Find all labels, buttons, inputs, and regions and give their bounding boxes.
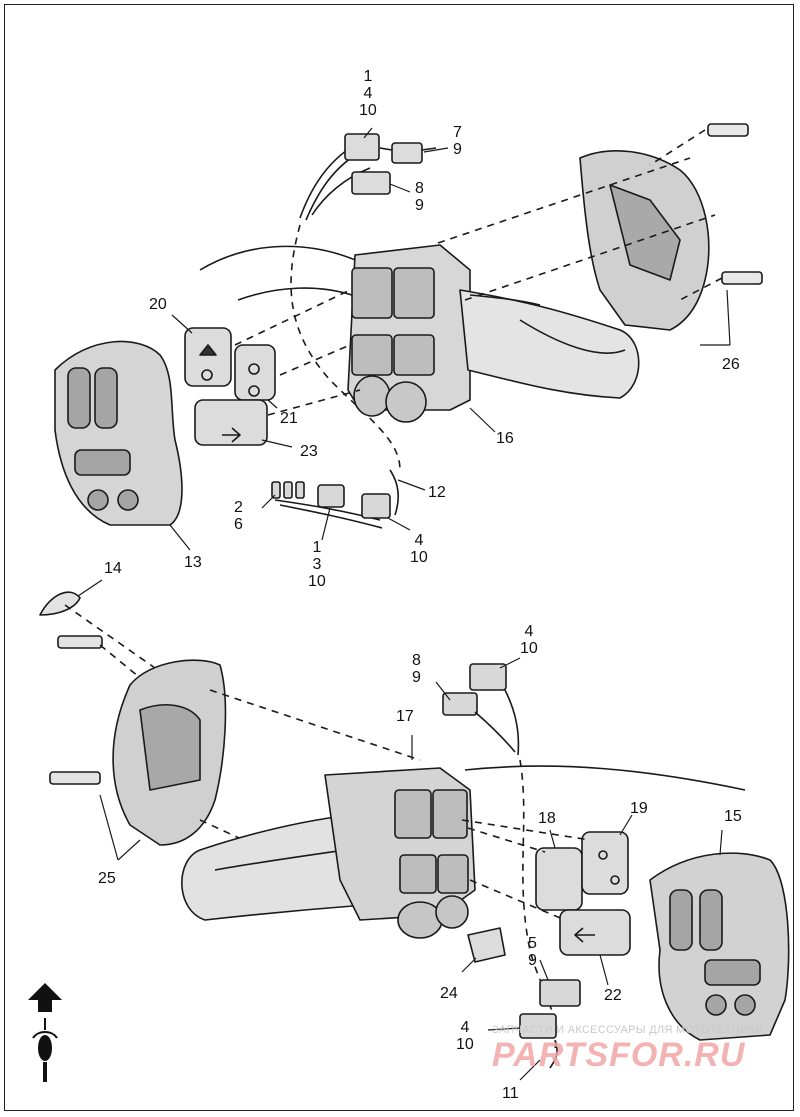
lower-right-cover (649, 852, 790, 1041)
callout-12: 12 (428, 484, 446, 501)
lower-left-cover (112, 659, 227, 846)
watermark-subtitle: ЗАПЧАСТИ И АКСЕССУАРЫ ДЛЯ МОТОТЕХНИКИ (492, 1024, 764, 1036)
callout-25: 25 (98, 870, 116, 887)
upper-left-cover (54, 340, 183, 526)
callout-11: 11 (502, 1085, 519, 1102)
lower-handgrip (181, 814, 366, 921)
callout-16: 16 (496, 430, 514, 447)
callout-5-9: 5 9 (528, 935, 537, 969)
callout-18: 18 (538, 810, 556, 827)
callout-23: 23 (300, 443, 318, 460)
callout-4-10-bottom: 4 10 (456, 1019, 474, 1053)
callout-4-10-mid: 4 10 (410, 532, 428, 566)
lower-connectors (442, 663, 581, 1069)
upper-right-cover (579, 123, 763, 331)
callout-22: 22 (604, 987, 622, 1004)
callout-2-6: 2 6 (234, 499, 243, 533)
callout-26: 26 (722, 356, 740, 373)
callout-24: 24 (440, 985, 458, 1002)
watermark-logo-text: PARTSFOR.RU (492, 1036, 746, 1074)
middle-harness (271, 469, 400, 529)
callout-8-9-top: 8 9 (415, 180, 424, 214)
callout-20: 20 (149, 296, 167, 313)
switch-caps-upper (184, 327, 276, 446)
callout-4-10-lower: 4 10 (520, 623, 538, 657)
page-frame (4, 4, 794, 1111)
callout-1-3-10: 1 3 10 (308, 539, 326, 590)
motorcycle-top-view-icon (32, 1018, 58, 1082)
front-direction-arrow-icon (28, 983, 62, 1012)
switch-caps-lower (467, 831, 631, 963)
callout-19: 19 (630, 800, 648, 817)
top-wire-connectors (299, 133, 437, 221)
callout-15: 15 (724, 808, 742, 825)
upper-switch-housing (347, 244, 471, 423)
callout-8-9-lower: 8 9 (412, 652, 421, 686)
callout-13: 13 (184, 554, 202, 571)
callout-17: 17 (396, 708, 414, 725)
callout-14: 14 (104, 560, 122, 577)
upper-handgrip (459, 289, 640, 399)
callout-21: 21 (280, 410, 298, 427)
lower-switch-housing (324, 767, 476, 939)
callout-7-9: 7 9 (453, 124, 462, 158)
callout-1-4-10-top: 1 4 10 (359, 68, 377, 119)
lower-screws (39, 591, 103, 785)
